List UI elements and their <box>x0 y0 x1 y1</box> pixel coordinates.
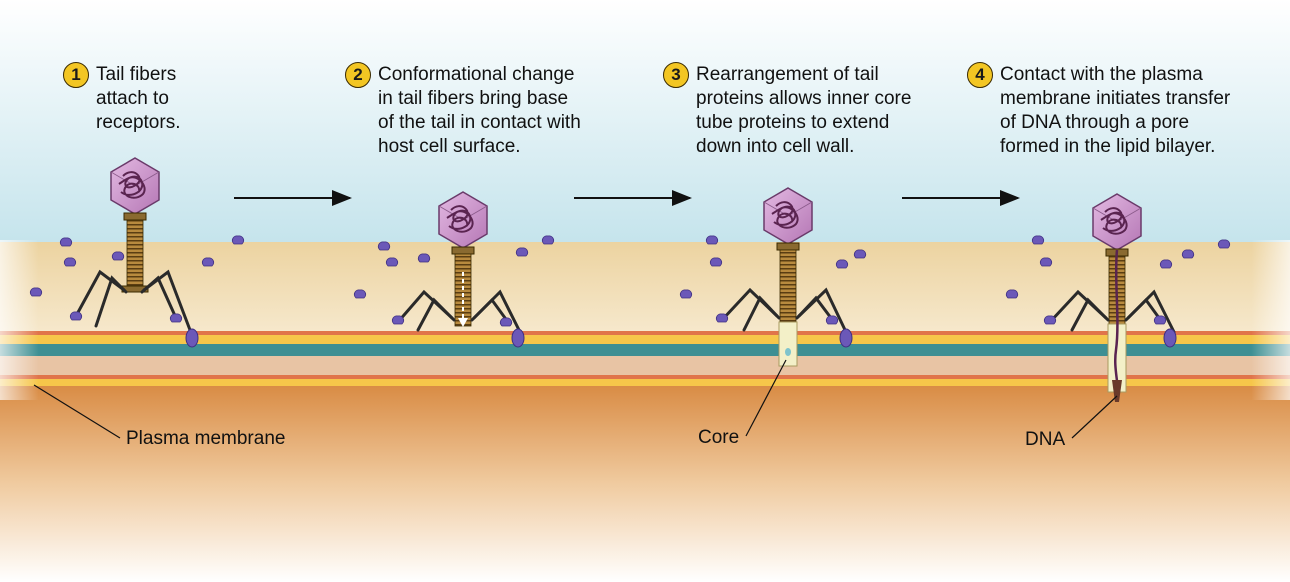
step-4-text: Contact with the plasma membrane initiat… <box>1000 64 1231 157</box>
plasma-membrane-leader <box>33 384 121 439</box>
edge-fade <box>0 240 1290 400</box>
step-2-text: Conformational change in tail fibers bri… <box>378 64 581 157</box>
phage-step-4 <box>1043 193 1177 402</box>
core-label: Core <box>698 427 740 448</box>
plasma-membrane-label: Plasma membrane <box>126 428 286 449</box>
extracellular-space <box>0 0 1290 243</box>
dna-leader <box>1071 395 1118 439</box>
step-1-text: Tail fibers attach to receptors. <box>96 64 181 133</box>
step-2-badge: 2 <box>345 62 371 88</box>
phage-step-2 <box>391 191 525 348</box>
cytoplasm <box>0 386 1290 582</box>
step-1-badge: 1 <box>63 62 89 88</box>
core-leader <box>745 359 787 437</box>
phage-step-3 <box>715 187 853 367</box>
step-4-badge: 4 <box>967 62 993 88</box>
phage-step-1 <box>69 157 199 348</box>
step-3-text: Rearrangement of tail proteins allows in… <box>696 64 912 157</box>
dna-label: DNA <box>1025 429 1066 450</box>
step-3-badge: 3 <box>663 62 689 88</box>
core-tube <box>778 321 798 367</box>
